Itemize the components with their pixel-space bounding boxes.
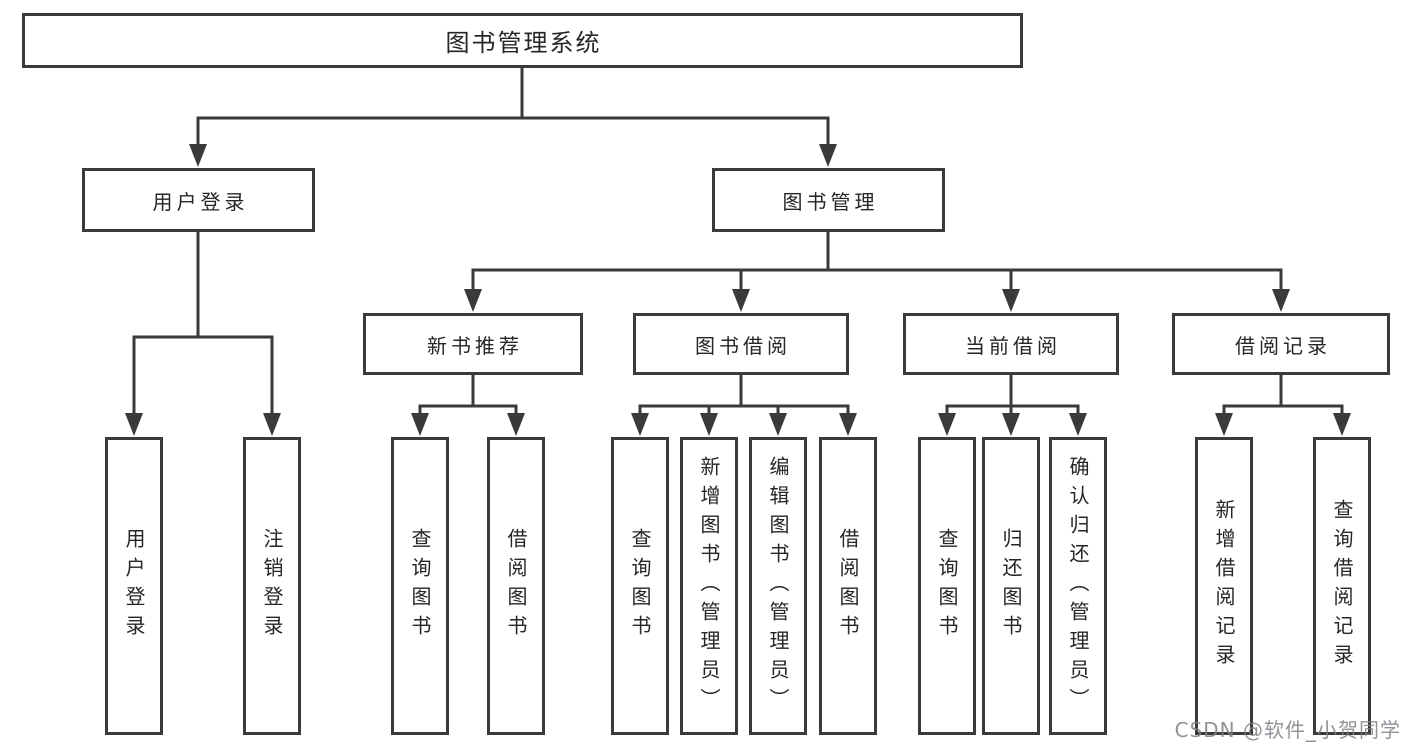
leaf-borrowing-add-books-admin: 新增图书（管理员） [680, 437, 738, 735]
node-user-login: 用户登录 [82, 168, 315, 232]
leaf-logout-login: 注销登录 [243, 437, 301, 735]
leaf-records-add-record: 新增借阅记录 [1195, 437, 1253, 735]
leaf-borrowing-edit-books-admin: 编辑图书（管理员） [749, 437, 807, 735]
node-borrowing-records: 借阅记录 [1172, 313, 1390, 375]
leaf-borrowing-borrow-books: 借阅图书 [819, 437, 877, 735]
leaf-user-login: 用户登录 [105, 437, 163, 735]
leaf-current-return-books: 归还图书 [982, 437, 1040, 735]
node-current-borrowing: 当前借阅 [903, 313, 1119, 375]
leaf-borrowing-query-books: 查询图书 [611, 437, 669, 735]
leaf-recommend-borrow-books: 借阅图书 [487, 437, 545, 735]
node-book-borrowing: 图书借阅 [633, 313, 849, 375]
node-library-management-system: 图书管理系统 [22, 13, 1023, 68]
node-new-book-recommendation: 新书推荐 [363, 313, 583, 375]
csdn-watermark: CSDN @软件_小贺同学 [1174, 718, 1401, 742]
leaf-recommend-query-books: 查询图书 [391, 437, 449, 735]
node-book-management: 图书管理 [712, 168, 945, 232]
leaf-current-confirm-return-admin: 确认归还（管理员） [1049, 437, 1107, 735]
leaf-current-query-books: 查询图书 [918, 437, 976, 735]
leaf-records-query-record: 查询借阅记录 [1313, 437, 1371, 735]
